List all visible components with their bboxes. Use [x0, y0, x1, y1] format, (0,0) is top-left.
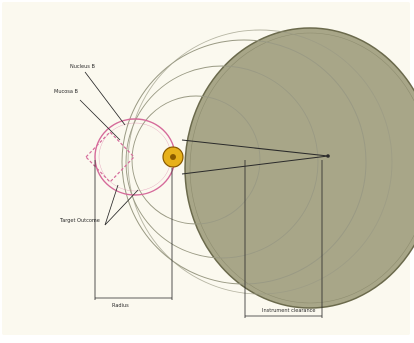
label-middle: Mucosa B — [54, 89, 79, 95]
label-bottom-dimension: Radius — [112, 303, 129, 309]
svg-text:Instrument clearance: Instrument clearance — [262, 308, 316, 314]
sun-core — [170, 154, 176, 160]
svg-text:Nucleus B: Nucleus B — [70, 64, 95, 70]
focus-point — [326, 154, 330, 158]
label-bottom-left: Target Outcome — [59, 218, 100, 224]
svg-text:Radius: Radius — [112, 303, 129, 309]
svg-text:Mucosa B: Mucosa B — [54, 89, 79, 95]
label-bottom-right: Instrument clearance — [262, 308, 316, 314]
label-top: Nucleus B — [70, 64, 95, 70]
svg-text:Target Outcome: Target Outcome — [59, 218, 100, 224]
